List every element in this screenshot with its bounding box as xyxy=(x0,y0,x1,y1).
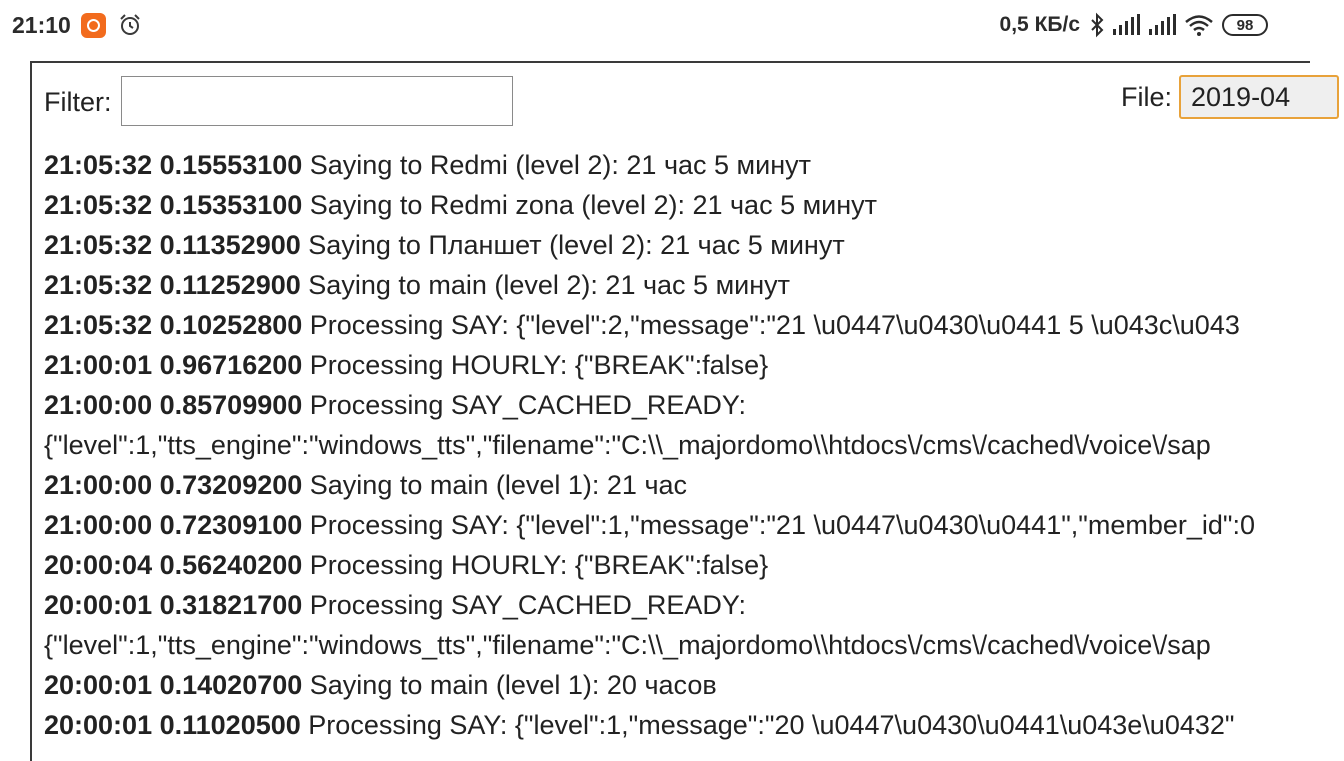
log-timestamp: 21:05:32 xyxy=(44,230,153,260)
log-line: 21:05:32 0.15553100 Saying to Redmi (lev… xyxy=(44,145,1344,185)
log-line: 21:00:00 0.72309100 Processing SAY: {"le… xyxy=(44,505,1344,545)
status-time: 21:10 xyxy=(12,12,71,38)
log-seconds: 0.73209200 xyxy=(159,470,303,500)
log-seconds: 0.11020500 xyxy=(159,710,301,740)
log-line: 21:05:32 0.15353100 Saying to Redmi zona… xyxy=(44,185,1344,225)
log-timestamp: 21:05:32 xyxy=(44,310,153,340)
log-message: Processing SAY: {"level":2,"message":"21… xyxy=(309,310,1240,340)
log-seconds: 0.96716200 xyxy=(159,350,303,380)
log-seconds: 0.11252900 xyxy=(159,270,301,300)
log-message: Saying to main (level 2): 21 час 5 минут xyxy=(308,270,790,300)
log-line: 21:05:32 0.11252900 Saying to main (leve… xyxy=(44,265,1344,305)
filter-label: Filter: xyxy=(44,87,112,117)
log-line: 21:05:32 0.11352900 Saying to Планшет (l… xyxy=(44,225,1344,265)
log-timestamp: 21:00:00 xyxy=(44,470,153,500)
network-speed: 0,5 КБ/с xyxy=(999,13,1080,36)
log-seconds: 0.31821700 xyxy=(159,590,303,620)
log-line: 20:00:01 0.11020500 Processing SAY: {"le… xyxy=(44,705,1344,745)
log-line: 21:00:01 0.96716200 Processing HOURLY: {… xyxy=(44,345,1344,385)
log-message: Saying to main (level 1): 20 часов xyxy=(309,670,717,700)
battery-indicator: 98 xyxy=(1222,14,1268,36)
filter-input[interactable] xyxy=(121,76,513,126)
log-message: Processing HOURLY: {"BREAK":false} xyxy=(309,350,769,380)
wifi-icon xyxy=(1184,13,1214,37)
log-line: {"level":1,"tts_engine":"windows_tts","f… xyxy=(44,625,1344,665)
status-right-cluster: 0,5 КБ/с xyxy=(1000,11,1268,39)
signal-2-icon xyxy=(1148,14,1176,36)
log-timestamp: 20:00:01 xyxy=(44,590,153,620)
log-timestamp: 20:00:04 xyxy=(44,550,153,580)
log-seconds: 0.15553100 xyxy=(159,150,303,180)
bluetooth-icon xyxy=(1090,12,1104,38)
log-timestamp: 21:05:32 xyxy=(44,150,153,180)
log-message: {"level":1,"tts_engine":"windows_tts","f… xyxy=(44,630,1211,660)
log-message: Saying to main (level 1): 21 час xyxy=(309,470,688,500)
log-line: 21:00:00 0.85709900 Processing SAY_CACHE… xyxy=(44,385,1344,425)
log-message: Saying to Redmi zona (level 2): 21 час 5… xyxy=(309,190,878,220)
log-timestamp: 21:05:32 xyxy=(44,270,153,300)
log-seconds: 0.72309100 xyxy=(159,510,303,540)
log-message: Saying to Redmi (level 2): 21 час 5 мину… xyxy=(309,150,811,180)
log-message: Processing SAY: {"level":1,"message":"20… xyxy=(308,710,1235,740)
orange-app-icon xyxy=(81,13,106,38)
signal-1-icon xyxy=(1112,14,1140,36)
log-line: 20:00:04 0.56240200 Processing HOURLY: {… xyxy=(44,545,1344,585)
log-line: 20:00:01 0.14020700 Saying to main (leve… xyxy=(44,665,1344,705)
log-message: Processing HOURLY: {"BREAK":false} xyxy=(309,550,769,580)
log-list: 21:05:32 0.15553100 Saying to Redmi (lev… xyxy=(44,145,1344,745)
log-message: {"level":1,"tts_engine":"windows_tts","f… xyxy=(44,430,1211,460)
log-timestamp: 21:00:01 xyxy=(44,350,153,380)
log-timestamp: 20:00:01 xyxy=(44,710,153,740)
log-message: Processing SAY: {"level":1,"message":"21… xyxy=(309,510,1256,540)
log-seconds: 0.15353100 xyxy=(159,190,303,220)
log-seconds: 0.11352900 xyxy=(159,230,301,260)
status-bar: 21:10 0,5 КБ/с xyxy=(0,0,1280,50)
alarm-clock-icon xyxy=(118,13,142,37)
log-timestamp: 21:00:00 xyxy=(44,510,153,540)
log-message: Processing SAY_CACHED_READY: xyxy=(309,590,746,620)
file-select[interactable]: 2019-04 xyxy=(1179,75,1339,119)
log-seconds: 0.56240200 xyxy=(159,550,303,580)
log-message: Saying to Планшет (level 2): 21 час 5 ми… xyxy=(308,230,845,260)
log-line: {"level":1,"tts_engine":"windows_tts","f… xyxy=(44,425,1344,465)
log-seconds: 0.14020700 xyxy=(159,670,303,700)
log-line: 20:00:01 0.31821700 Processing SAY_CACHE… xyxy=(44,585,1344,625)
log-message: Processing SAY_CACHED_READY: xyxy=(309,390,746,420)
log-seconds: 0.85709900 xyxy=(159,390,303,420)
log-timestamp: 21:00:00 xyxy=(44,390,153,420)
log-timestamp: 21:05:32 xyxy=(44,190,153,220)
log-line: 21:05:32 0.10252800 Processing SAY: {"le… xyxy=(44,305,1344,345)
log-seconds: 0.10252800 xyxy=(159,310,303,340)
log-timestamp: 20:00:01 xyxy=(44,670,153,700)
log-line: 21:00:00 0.73209200 Saying to main (leve… xyxy=(44,465,1344,505)
file-label: File: xyxy=(1121,82,1173,112)
log-viewer-frame: Filter: File: 2019-04 21:05:32 0.1555310… xyxy=(30,61,1339,761)
